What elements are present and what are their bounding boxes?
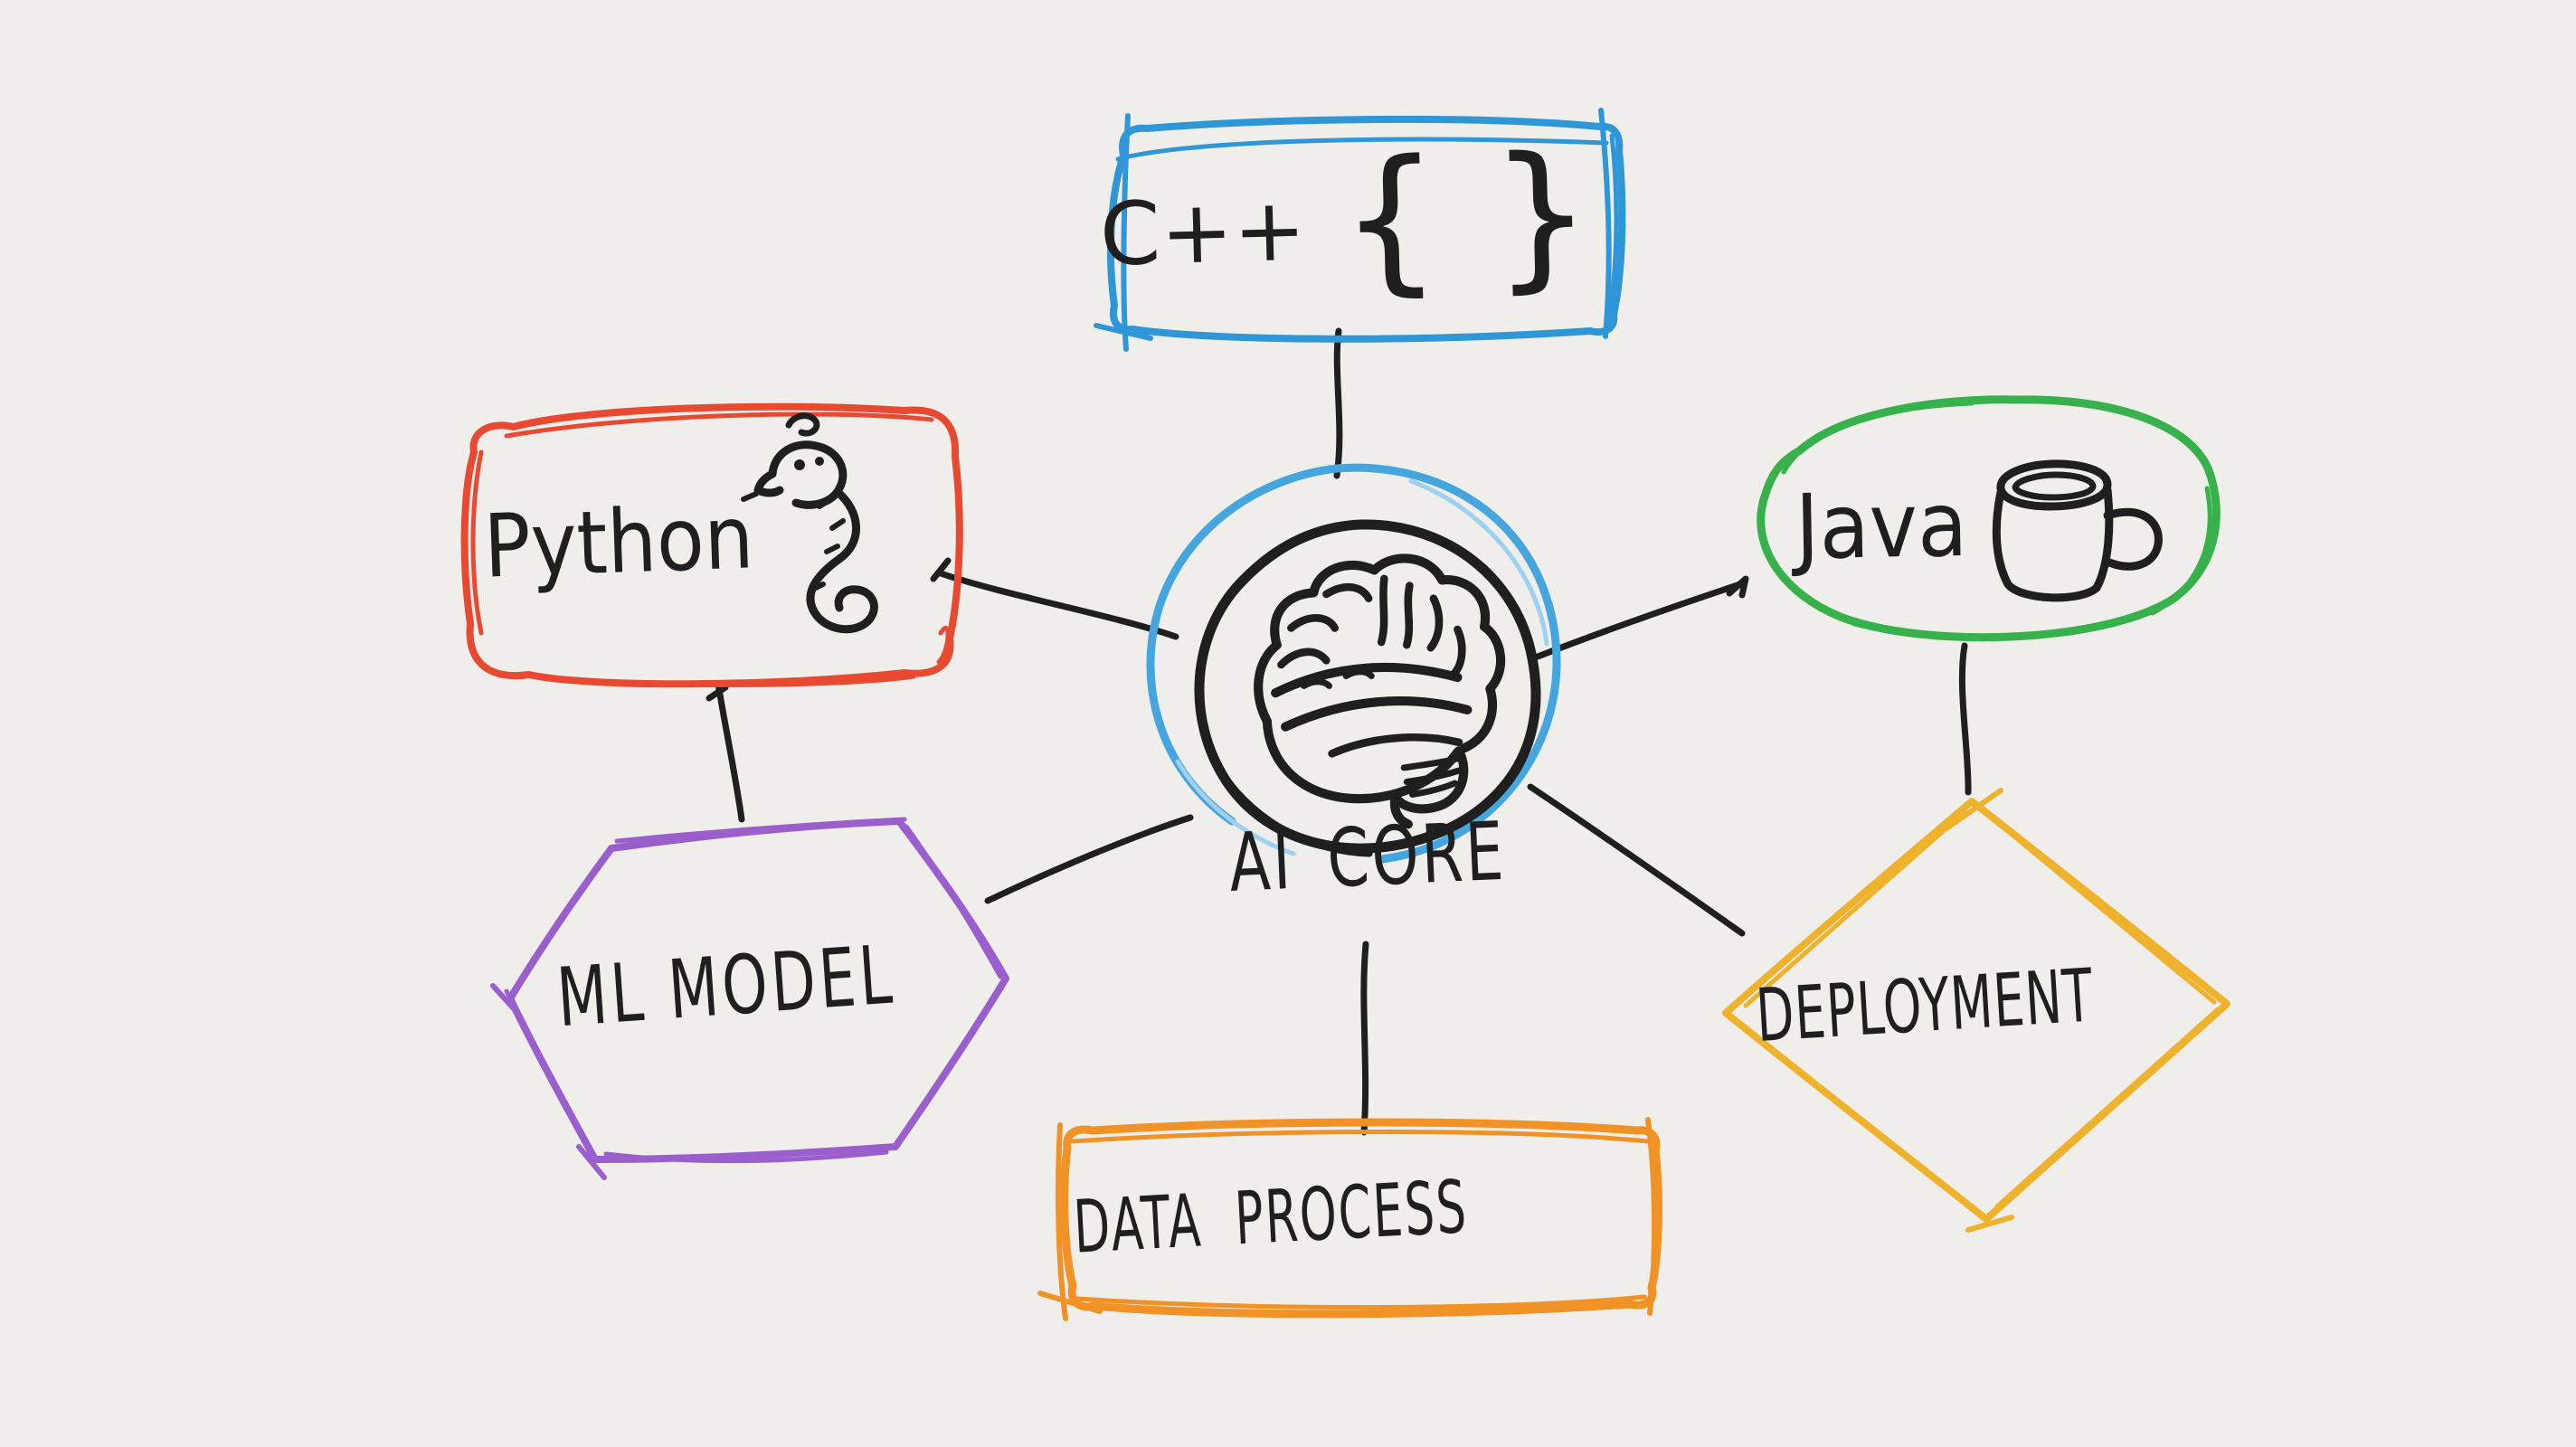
snake-scale [810, 582, 826, 592]
snake-body [806, 487, 878, 634]
sketch-stroke [904, 824, 1003, 979]
brain-fold [1328, 733, 1463, 758]
sketch-stroke [1722, 798, 2230, 1223]
edge-java-deployment [1958, 642, 1972, 796]
node-shape-java [1757, 395, 2221, 642]
mug-handle [2103, 507, 2163, 571]
sketch-stroke [1106, 115, 1626, 343]
cpp-label-text: C++ [1098, 178, 1308, 286]
edge-aicore-mlmodel [984, 814, 1194, 904]
sketch-stroke [1645, 1117, 1658, 1316]
sketch-stroke [2150, 486, 2212, 616]
snake-icon [741, 412, 878, 634]
node-label-python: Python [482, 487, 755, 599]
sketch-stroke [1598, 108, 1612, 339]
sketch-stroke [936, 626, 951, 665]
sketch-stroke [1075, 1294, 1647, 1310]
edge-aicore-java-hook [1726, 575, 1749, 599]
brain-cerebellum-line [1403, 767, 1463, 785]
code-braces-symbol: { } [1337, 122, 1595, 313]
sketch-stroke [1743, 809, 1967, 1008]
sketch-stroke [1605, 133, 1619, 328]
brain-icon [1254, 553, 1506, 829]
sketch-stroke [1115, 137, 1609, 162]
edge-aicore-dataprocess [1360, 941, 1369, 1136]
sketch-stroke [576, 1144, 607, 1180]
brain-fold [1342, 668, 1375, 679]
sketch-stroke [1070, 1130, 1651, 1144]
sketch-stroke [1194, 519, 1541, 854]
mug-rim [1996, 459, 2112, 511]
connector-lines [706, 327, 1972, 1136]
sketch-stroke [603, 1149, 889, 1164]
snake-curl [785, 412, 820, 437]
ai-core-circle [1194, 519, 1541, 857]
sketch-stroke [1121, 113, 1131, 352]
snake-eye [794, 459, 805, 470]
sketch-stroke [1781, 401, 1975, 475]
node-shape-python [460, 402, 963, 688]
node-label-cpp: C++ { } [1097, 122, 1595, 326]
edge-aicore-cpp [1333, 327, 1343, 479]
ai-core-ring-echo [1175, 478, 1549, 856]
sketch-stroke [490, 983, 522, 1017]
edge-python-mlmodel-hook [706, 684, 729, 702]
brain-fold [1449, 625, 1466, 679]
coffee-mug-icon [1992, 459, 2163, 602]
sketch-stroke [1852, 605, 2155, 640]
sketch-stroke [1094, 323, 1153, 341]
center-label-ai-core: AI CORE [1226, 804, 1509, 911]
brain-fold [1271, 662, 1463, 698]
node-label-java: Java [1794, 472, 1969, 581]
edge-aicore-java [1534, 581, 1744, 660]
snake-tongue [741, 491, 759, 502]
brain-fold [1287, 614, 1340, 632]
sketch-stroke [504, 411, 934, 439]
mug-inner-rim [2012, 471, 2097, 501]
brain-fold [1377, 574, 1388, 647]
sketch-stroke [1332, 463, 1561, 864]
snake-scale [824, 544, 840, 554]
sketch-stroke [614, 817, 907, 844]
snake-eye [815, 457, 824, 466]
sketch-stroke [1175, 759, 1296, 856]
brain-cerebellum-line [1400, 754, 1464, 771]
sketch-stroke [1219, 771, 1373, 857]
node-shape-cpp [1094, 108, 1626, 352]
brain-fold [1402, 582, 1414, 649]
brain-stem [1389, 790, 1413, 829]
sketch-stroke [1037, 1291, 1103, 1314]
sketch-stroke [1994, 1007, 2221, 1209]
node-shape-deployment [1722, 788, 2230, 1233]
edge-aicore-deployment [1527, 783, 1746, 937]
brain-fold [1277, 648, 1331, 669]
node-shape-ml-model [490, 817, 1009, 1180]
brain-fold [1426, 594, 1444, 652]
sketch-stroke [540, 674, 916, 687]
edge-aicore-python [937, 570, 1179, 640]
sketch-stroke [1980, 808, 2217, 1005]
snake-mouth [753, 469, 784, 497]
brain-outline [1254, 553, 1506, 753]
brain-fold [1300, 678, 1332, 689]
brain-cerebellum [1390, 746, 1469, 814]
sketch-stroke [1408, 478, 1549, 647]
sketch-stroke [460, 402, 963, 688]
edge-aicore-python-tick [930, 557, 952, 582]
brain-fold [1281, 696, 1473, 732]
sketch-stroke [470, 449, 484, 636]
brain-fold [1322, 583, 1373, 602]
sketch-stroke [1944, 788, 2003, 831]
snake-scale [829, 518, 846, 531]
edge-python-mlmodel [715, 680, 745, 823]
snake-scale [817, 497, 833, 509]
brain-cerebellum-line [1409, 780, 1458, 799]
mug-body [1992, 486, 2114, 602]
sketch-stroke [1965, 1215, 2014, 1233]
node-shape-data-process [1037, 1117, 1662, 1321]
